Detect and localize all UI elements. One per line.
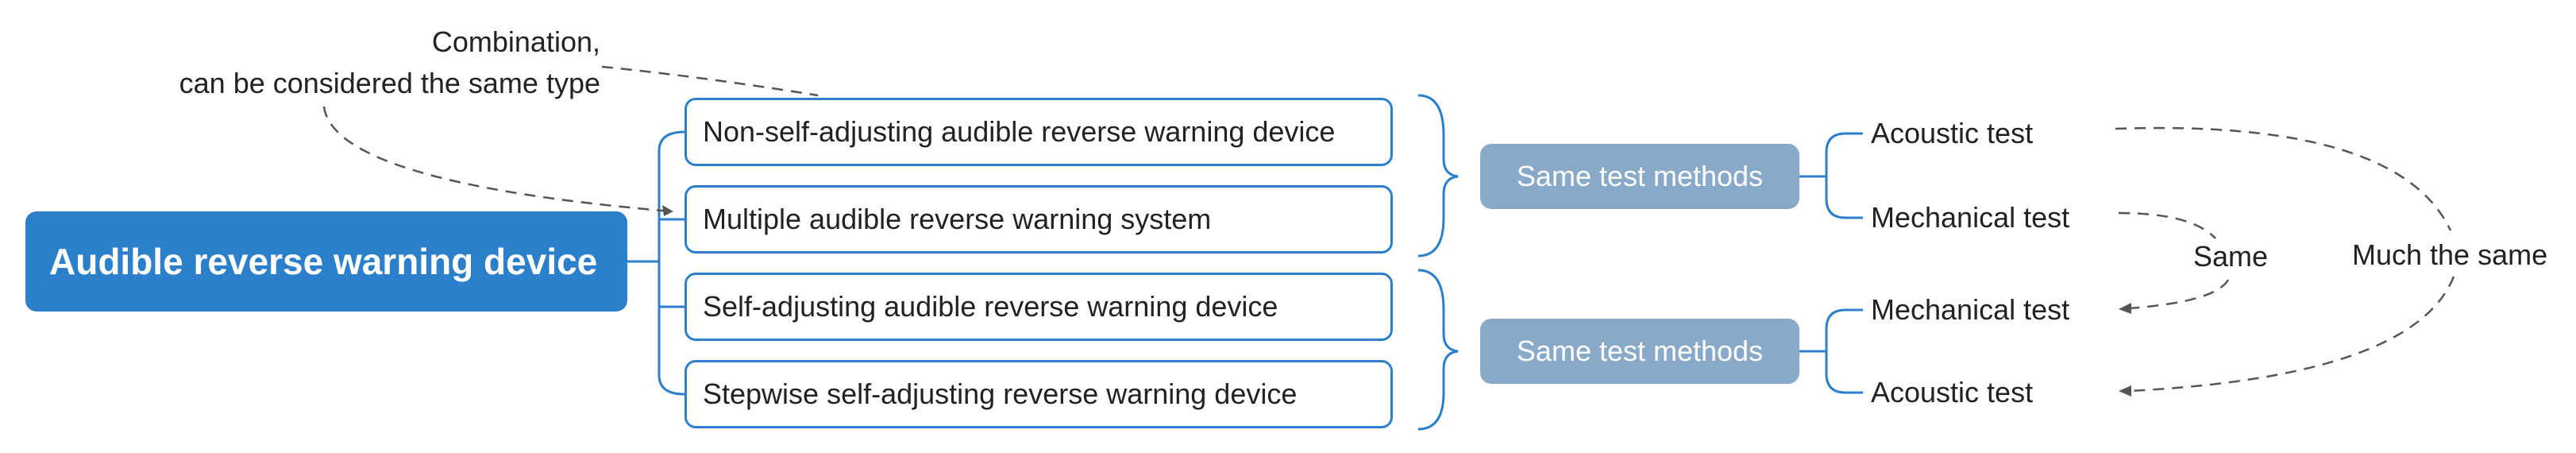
device-node-stepwise[interactable]: Stepwise self-adjusting reverse warning …	[684, 360, 1393, 428]
combination-connector-b	[322, 106, 673, 213]
test-label: Acoustic test	[1871, 376, 2034, 408]
device-node-non-self-adjusting[interactable]: Non-self-adjusting audible reverse warni…	[684, 98, 1393, 166]
device-label: Multiple audible reverse warning system	[703, 203, 1212, 235]
group-2-test-connector	[1799, 308, 1863, 394]
device-label: Non-self-adjusting audible reverse warni…	[703, 115, 1336, 148]
test-node-acoustic-2[interactable]: Acoustic test	[1871, 369, 2033, 416]
test-node-mechanical-1[interactable]: Mechanical test	[1871, 194, 2069, 242]
group-brace-1	[1417, 94, 1459, 257]
test-label: Mechanical test	[1871, 201, 2070, 234]
method-node-group-1[interactable]: Same test methods	[1480, 144, 1799, 209]
test-label: Acoustic test	[1871, 117, 2034, 149]
same-annotation: Same	[2193, 240, 2269, 273]
test-label: Mechanical test	[1871, 293, 2070, 326]
method-node-group-2[interactable]: Same test methods	[1480, 319, 1799, 384]
combination-annotation-line-2: can be considered the same type	[179, 67, 600, 99]
much-the-same-connector	[2115, 126, 2455, 393]
method-label: Same test methods	[1516, 160, 1764, 192]
much-the-same-annotation: Much the same	[2352, 238, 2548, 271]
device-label: Stepwise self-adjusting reverse warning …	[703, 378, 1298, 410]
same-connector	[2118, 211, 2230, 310]
combination-annotation-line-1: Combination,	[431, 25, 600, 58]
root-topic[interactable]: Audible reverse warning device	[25, 211, 627, 312]
root-topic-label: Audible reverse warning device	[49, 241, 598, 282]
test-node-mechanical-2[interactable]: Mechanical test	[1871, 286, 2069, 334]
group-brace-2	[1417, 269, 1459, 431]
method-label: Same test methods	[1516, 335, 1764, 367]
group-1-test-connector	[1799, 132, 1863, 219]
arrowhead-combination	[662, 205, 673, 216]
device-node-self-adjusting[interactable]: Self-adjusting audible reverse warning d…	[684, 273, 1393, 341]
arrowhead-same	[2119, 303, 2131, 314]
device-tree-connector	[643, 130, 685, 396]
combination-connector-a	[601, 65, 819, 97]
device-label: Self-adjusting audible reverse warning d…	[703, 290, 1278, 323]
test-node-acoustic-1[interactable]: Acoustic test	[1871, 110, 2033, 157]
arrowhead-much-the-same	[2119, 385, 2131, 397]
device-node-multiple-system[interactable]: Multiple audible reverse warning system	[684, 185, 1393, 254]
